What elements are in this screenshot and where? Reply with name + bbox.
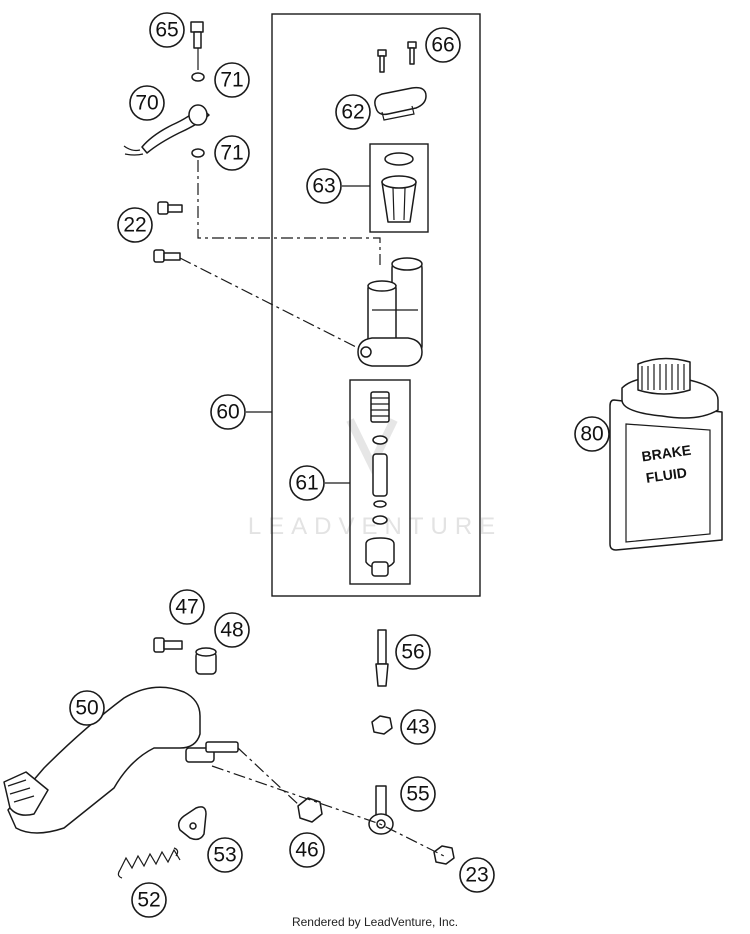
callout-52: 52 [131,882,167,918]
svg-text:52: 52 [137,889,160,912]
svg-text:43: 43 [406,716,429,739]
callout-60: 60 [210,394,246,430]
piston-kit-frame [349,379,411,585]
callout-63: 63 [306,168,342,204]
callout-55: 55 [400,776,436,812]
brake-pedal [3,686,239,834]
return-spring [117,847,181,879]
callout-43: 43 [400,709,436,745]
reservoir-seal [384,152,414,166]
callout-66: 66 [425,27,461,63]
callout-62: 62 [335,94,371,130]
svg-text:71: 71 [220,69,243,92]
watermark: LEADVENTURE [248,513,502,540]
cap-screws [377,41,417,73]
svg-text:80: 80 [580,423,603,446]
hose-route-line [197,160,381,265]
lock-nut-23 [433,845,455,865]
callout-71-bottom: 71 [214,135,250,171]
piston-kit [365,391,395,577]
pivot-bolt [153,637,183,653]
screw-route-line [179,257,363,351]
lock-nut-46 [297,797,323,823]
screw-22-upper [157,201,183,215]
clevis [368,785,394,835]
screw-22-lower [153,249,181,263]
pivot-bushing [195,647,217,675]
svg-text:66: 66 [431,34,454,57]
svg-text:50: 50 [75,697,98,720]
banjo-bolt [190,21,204,49]
callout-65: 65 [149,12,185,48]
reservoir-cap [374,86,427,121]
push-rod-pin [375,629,389,687]
master-cylinder-body [357,257,423,367]
svg-text:65: 65 [155,19,178,42]
watermark-logo [346,418,398,475]
svg-text:22: 22 [123,214,146,237]
bottle-label-line1: BRAKE [641,442,693,465]
svg-text:61: 61 [295,472,318,495]
callout-50: 50 [69,690,105,726]
callout-46: 46 [289,832,325,868]
svg-text:55: 55 [406,783,429,806]
footer-credit: Rendered by LeadVenture, Inc. [292,915,458,929]
svg-text:62: 62 [341,101,364,124]
svg-text:48: 48 [220,619,243,642]
brake-hose [123,104,210,156]
svg-text:70: 70 [135,92,158,115]
callout-80: 80 [574,416,610,452]
sealing-washer-top [191,72,205,82]
pedal-linkage-line [211,747,445,857]
svg-text:53: 53 [213,844,236,867]
callout-23: 23 [459,857,495,893]
sealing-washer-bottom [191,148,205,158]
callout-56: 56 [395,634,431,670]
svg-text:56: 56 [401,641,424,664]
svg-text:71: 71 [220,142,243,165]
svg-text:47: 47 [175,596,198,619]
callout-22: 22 [117,207,153,243]
spring-bracket [177,806,207,841]
callout-61: 61 [289,465,325,501]
callout-48: 48 [214,612,250,648]
svg-text:60: 60 [216,401,239,424]
brake-fluid-bottle: BRAKE FLUID [609,357,723,551]
reservoir-insert [381,175,417,223]
callout-47: 47 [169,589,205,625]
bottle-label-line2: FLUID [645,464,688,486]
callout-53: 53 [207,837,243,873]
svg-text:23: 23 [465,864,488,887]
reservoir-frame [369,143,429,233]
callout-71-top: 71 [214,62,250,98]
callout-70: 70 [129,85,165,121]
svg-text:46: 46 [295,839,318,862]
svg-text:63: 63 [312,175,335,198]
lock-nut-43 [371,715,393,735]
